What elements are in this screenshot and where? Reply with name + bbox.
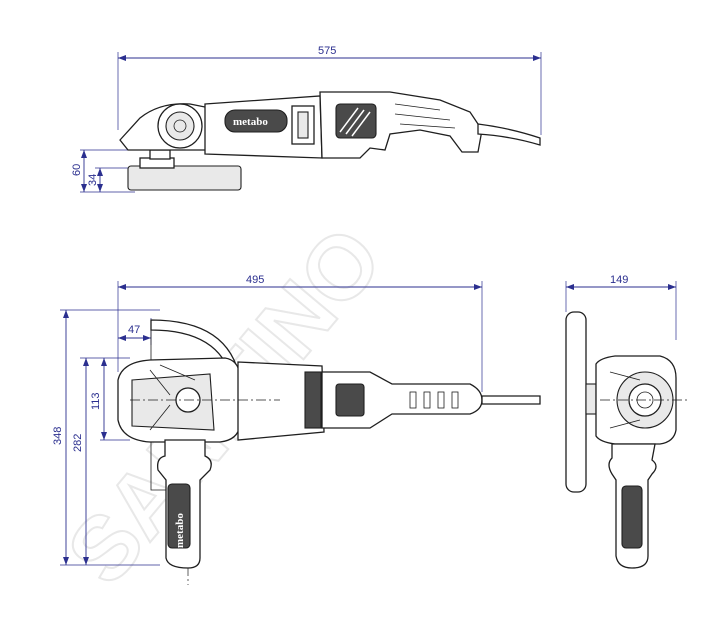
dimension-top-height-handle: 282 bbox=[72, 434, 84, 452]
grinding-disc-side bbox=[127, 165, 242, 191]
power-cable-top bbox=[481, 395, 541, 405]
motor-housing-top bbox=[237, 361, 325, 441]
dimension-side-height-disc: 34 bbox=[87, 174, 99, 186]
top-view: 495 47 348 282 113 bbox=[52, 274, 541, 585]
front-view: 149 bbox=[565, 274, 690, 569]
dimension-top-height-head: 113 bbox=[90, 392, 102, 410]
dimension-side-height-total: 60 bbox=[71, 164, 83, 176]
dimension-side-length: 575 bbox=[318, 45, 336, 57]
brand-logo-side: metabo bbox=[233, 116, 268, 128]
power-cable-side bbox=[477, 123, 541, 146]
brand-logo-handle: metabo bbox=[174, 513, 186, 548]
dimension-top-offset: 47 bbox=[128, 324, 140, 336]
grinding-disc-front bbox=[565, 311, 587, 493]
switch-plate-top bbox=[304, 371, 322, 429]
switch-top bbox=[335, 383, 365, 417]
dimension-top-length: 495 bbox=[246, 274, 264, 286]
dimension-front-width: 149 bbox=[610, 274, 628, 286]
dimension-top-height-total: 348 bbox=[52, 427, 64, 445]
side-view: 575 60 34 metabo bbox=[71, 45, 542, 193]
logo-plate-side bbox=[224, 109, 288, 133]
